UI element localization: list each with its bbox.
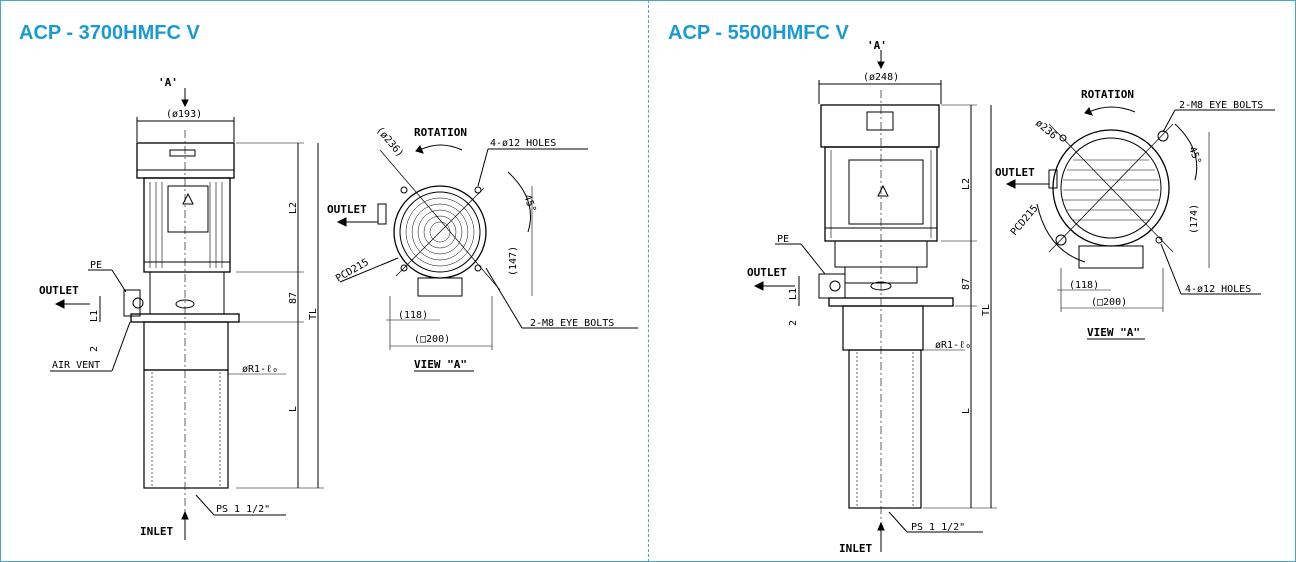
view-marker: 'A' bbox=[867, 39, 887, 52]
view-rotation-label: ROTATION bbox=[414, 126, 467, 139]
view-angle-label: 45° bbox=[521, 193, 538, 214]
l1-label: L1 bbox=[788, 288, 799, 300]
view-d118-label: (118) bbox=[398, 310, 428, 321]
view-angle-label: 45° bbox=[1186, 145, 1203, 166]
pe-label: PE bbox=[777, 234, 789, 245]
dim-2-label: 2 bbox=[788, 320, 799, 326]
tl-label: TL bbox=[981, 304, 992, 316]
outlet-label: OUTLET bbox=[747, 266, 787, 279]
l1-label: L1 bbox=[89, 310, 100, 322]
l-label: L bbox=[288, 406, 299, 412]
view-holes-label: 4-ø12 HOLES bbox=[490, 138, 556, 149]
view-d147-label: (147) bbox=[508, 246, 519, 276]
view-marker: 'A' bbox=[158, 76, 178, 89]
view-rotation-label: ROTATION bbox=[1081, 88, 1134, 101]
pump-drawing: 'A' (ø193) INLET PS bbox=[39, 76, 638, 540]
view-diameter-label: (ø236) bbox=[374, 125, 406, 160]
panel-divider bbox=[648, 0, 649, 562]
view-caption: VIEW "A" bbox=[414, 358, 467, 371]
dim-87-label: 87 bbox=[288, 292, 299, 304]
view-diameter-label: ø236 bbox=[1033, 118, 1059, 142]
inlet-label: INLET bbox=[140, 525, 173, 538]
outlet-label: OUTLET bbox=[39, 284, 79, 297]
diameter-label: (ø248) bbox=[863, 72, 899, 83]
panel-acp-3700: ACP - 3700HMFC V 'A' (ø193) bbox=[19, 22, 638, 540]
view-holes-label: 4-ø12 HOLES bbox=[1185, 284, 1251, 295]
ps-label: PS 1 1/2" bbox=[216, 504, 270, 515]
l-label: L bbox=[961, 408, 972, 414]
pump-drawing: 'A' (ø248) INLET PS 1 1/2" OUTLET bbox=[747, 39, 1275, 555]
diameter-label: (ø193) bbox=[166, 109, 202, 120]
inlet-label: INLET bbox=[839, 542, 872, 555]
view-pcd-label: PCD215 bbox=[334, 257, 371, 285]
dim-87-label: 87 bbox=[961, 278, 972, 290]
tl-label: TL bbox=[308, 308, 319, 320]
r1-label: øR1-ℓ₀ bbox=[935, 340, 971, 351]
l2-label: L2 bbox=[961, 178, 972, 190]
dim-2-label: 2 bbox=[89, 346, 100, 352]
view-bolts-label: 2-M8 EYE BOLTS bbox=[1179, 100, 1263, 111]
pe-label: PE bbox=[90, 260, 102, 271]
ps-label: PS 1 1/2" bbox=[911, 522, 965, 533]
view-bolts-label: 2-M8 EYE BOLTS bbox=[530, 318, 614, 329]
view-pcd-label: PCD215 bbox=[1009, 203, 1041, 238]
view-outlet-label: OUTLET bbox=[327, 203, 367, 216]
air-vent-label: AIR VENT bbox=[52, 360, 100, 371]
view-caption: VIEW "A" bbox=[1087, 326, 1140, 339]
model-title: ACP - 5500HMFC V bbox=[668, 22, 849, 44]
view-outlet-label: OUTLET bbox=[995, 166, 1035, 179]
model-title: ACP - 3700HMFC V bbox=[19, 22, 200, 44]
view-d118-label: (118) bbox=[1069, 280, 1099, 291]
view-sq200-label: (□200) bbox=[414, 334, 450, 345]
l2-label: L2 bbox=[288, 202, 299, 214]
panel-acp-5500: ACP - 5500HMFC V 'A' (ø248) INLET bbox=[649, 0, 1296, 562]
view-d174-label: (174) bbox=[1189, 204, 1200, 234]
r1-label: øR1-ℓ₀ bbox=[242, 364, 278, 375]
view-sq200-label: (□200) bbox=[1091, 297, 1127, 308]
